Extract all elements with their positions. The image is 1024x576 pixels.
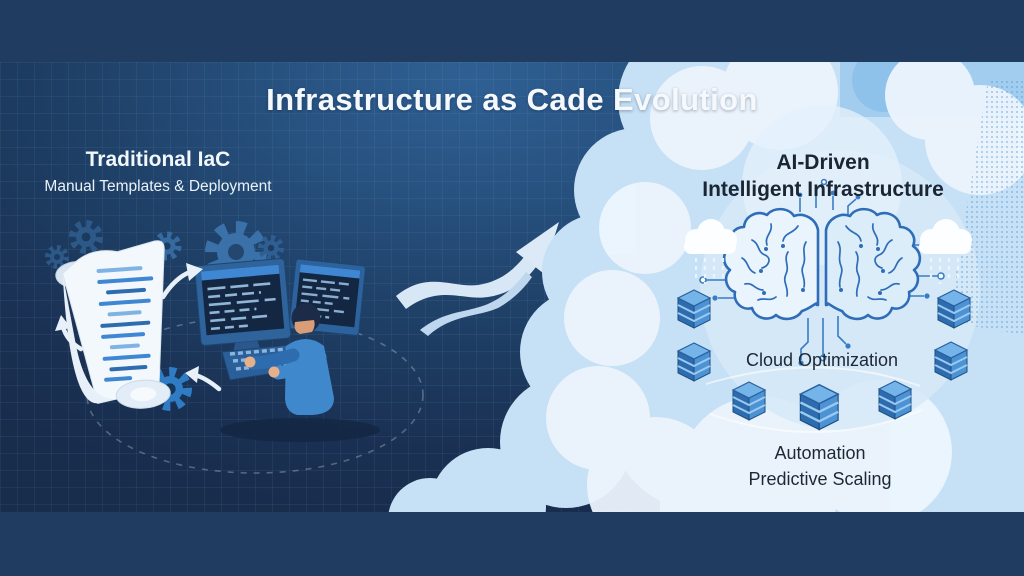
ai-cloud-scene: [388, 62, 1024, 512]
ai-driven-line2: Intelligent Infrastructure: [702, 178, 944, 202]
traditional-iac-heading: Traditional IaC: [85, 148, 231, 171]
cloud-icon: [684, 219, 972, 284]
label-predictive-scaling: Predictive Scaling: [748, 469, 892, 490]
scroll-code-icon: [55, 240, 171, 409]
label-cloud-optimization: Cloud Optimization: [745, 350, 899, 370]
desk-shadow: [220, 418, 380, 442]
orbit-arcs: [705, 366, 923, 434]
page-title: Infrastructure as Cade Evolution: [266, 82, 758, 117]
person-illustration: [220, 303, 380, 442]
traditional-iac-subheading: Manual Templates & Deployment: [44, 178, 272, 195]
label-automation-block: Automation Predictive Scaling: [710, 440, 930, 492]
code-lines: [96, 266, 154, 382]
label-automation: Automation: [774, 443, 866, 463]
traditional-iac-block: Traditional IaC Manual Templates & Deplo…: [2, 148, 314, 196]
evolution-arrow: [396, 222, 559, 336]
ai-driven-line1: AI-Driven: [776, 151, 870, 174]
swoosh-arrow-icon: [396, 222, 559, 336]
brain-circuit-icon: [722, 207, 922, 321]
ai-driven-block: AI-Driven Intelligent Infrastructure: [672, 149, 974, 204]
traditional-iac-illustration: [45, 220, 424, 474]
halftone-dots: [948, 80, 1024, 335]
bottom-letterbox-bar: [0, 512, 1024, 576]
top-letterbox-bar: [0, 0, 1024, 62]
banner: Infrastructure as Cade Evolution Traditi…: [0, 62, 1024, 512]
cycle-arrow-icon: [55, 263, 222, 392]
